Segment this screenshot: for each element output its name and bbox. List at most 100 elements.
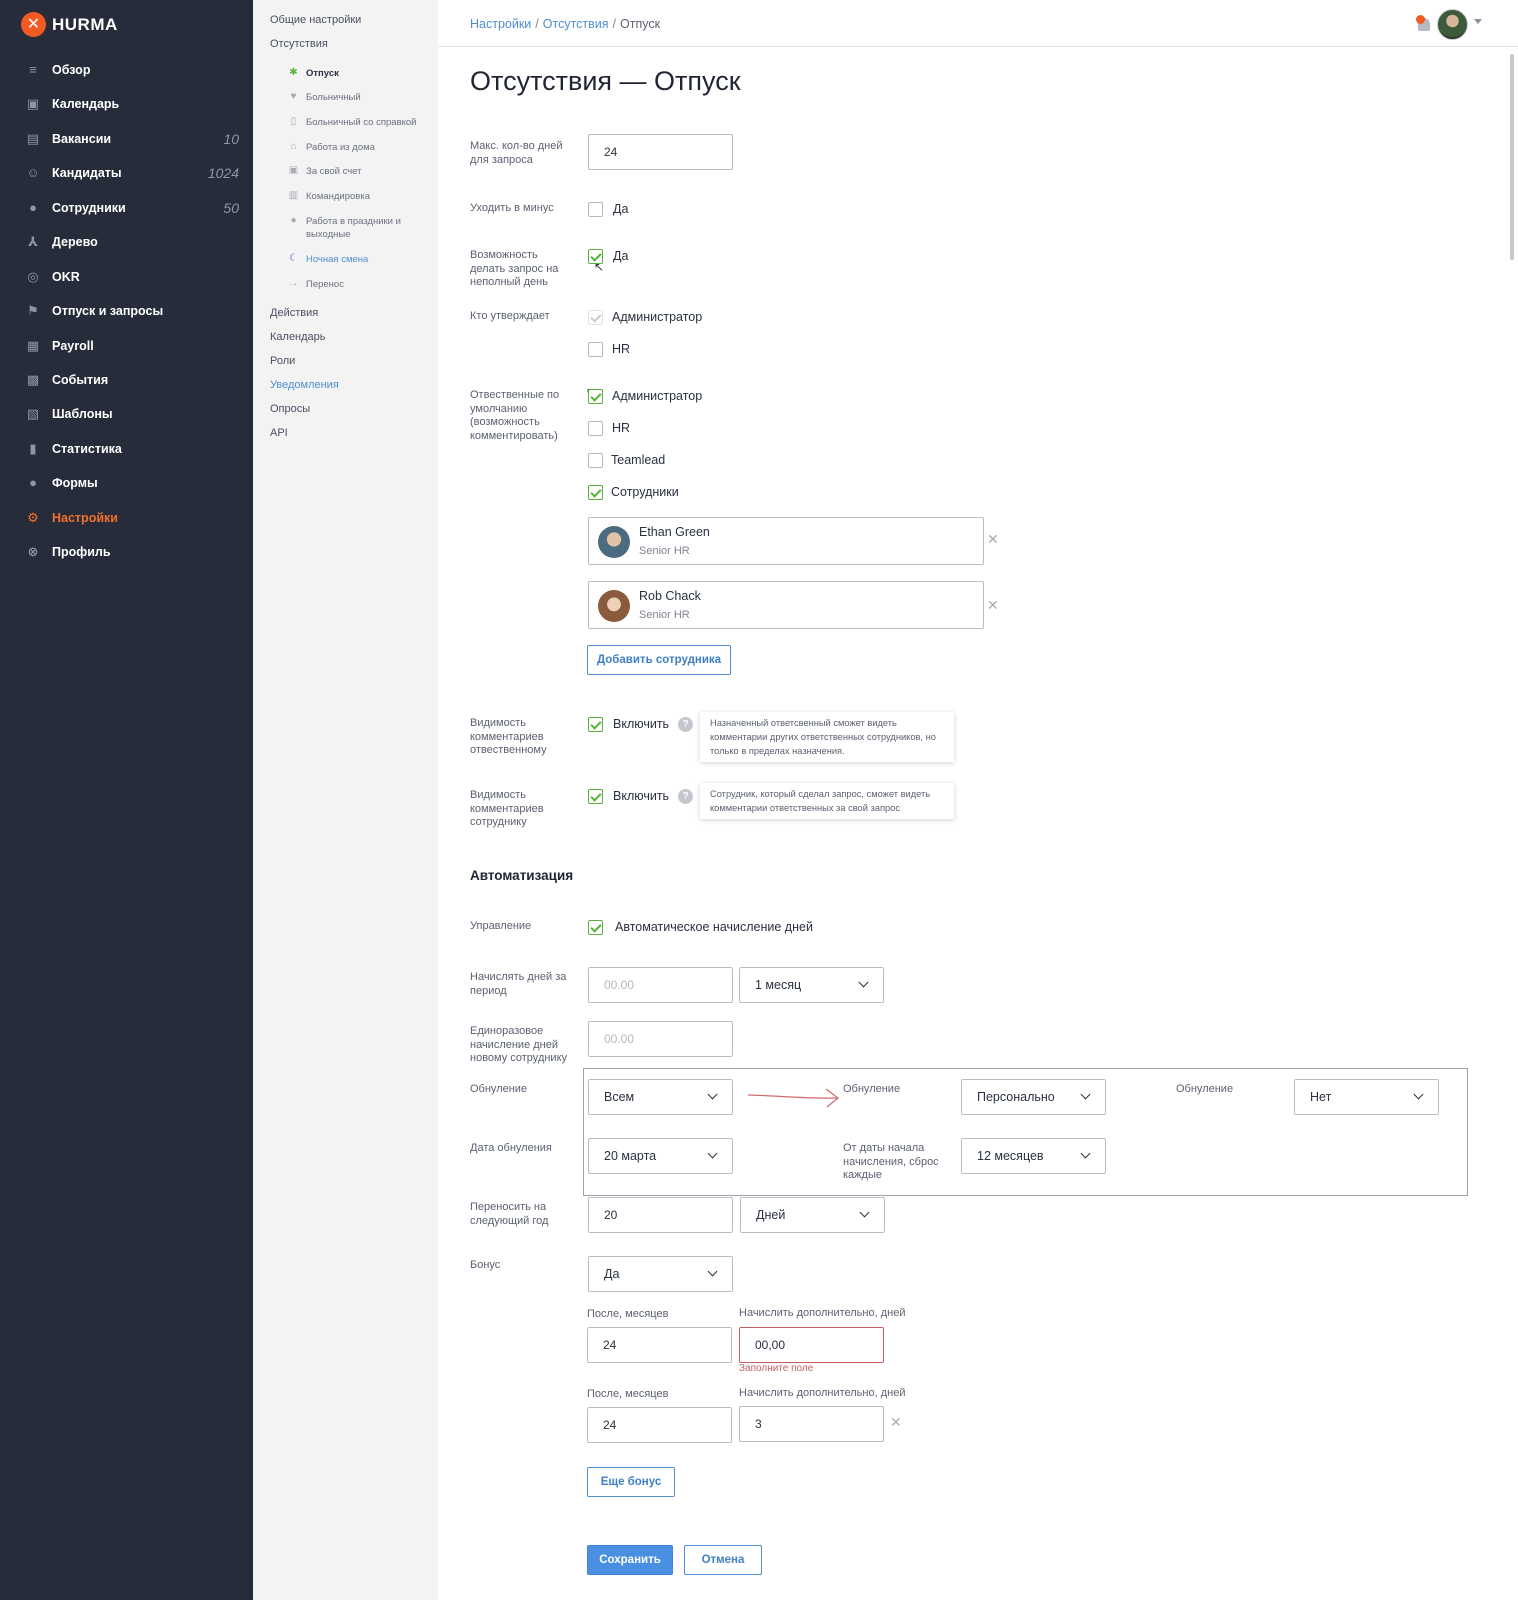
submenu-business-trip[interactable]: ▥ Командировка [288,190,370,202]
employees-count: 50 [223,200,239,216]
responsible-hr-checkbox[interactable] [588,421,603,436]
remove-bonus-close-icon[interactable]: ✕ [890,1414,902,1430]
breadcrumb-settings[interactable]: Настройки [470,17,532,31]
breadcrumb-absences[interactable]: Отсутствия [542,17,609,31]
responsible-label: Отвественные по умолчанию (возможность к… [470,389,560,442]
bonus-select[interactable]: Да [588,1256,733,1292]
bonus-months-input[interactable]: 24 [587,1327,732,1363]
responsible-teamlead-checkbox[interactable] [588,453,603,468]
user-avatar[interactable] [1437,9,1468,40]
nav-tree[interactable]: ⅄ Дерево [0,229,253,255]
manage-label: Управление [470,920,532,932]
onetime-days-input[interactable]: 00.00 [588,1021,733,1057]
notifications-bell-icon[interactable] [1416,15,1434,33]
submenu-api[interactable]: API [270,427,288,439]
auto-accrual-checkbox[interactable] [588,920,603,935]
nav-vacancies[interactable]: ▤ Вакансии 10 [26,131,239,147]
nav-vacation-requests[interactable]: ⚑ Отпуск и запросы [27,303,164,319]
nav-overview[interactable]: ≡ Обзор [0,57,253,83]
required-error-text: Заполните поле [739,1363,814,1374]
period-select[interactable]: 1 месяц [739,967,884,1003]
nav-okr[interactable]: ◎ OKR [27,269,80,285]
remove-employee-close-icon[interactable]: ✕ [987,597,999,613]
chevron-down-icon [707,1266,718,1277]
cancel-button[interactable]: Отмена [684,1545,762,1575]
reset-none-select[interactable]: Нет [1294,1079,1439,1115]
chevron-down-icon [707,1148,718,1159]
submenu-general[interactable]: Общие настройки [270,14,362,26]
submenu-holiday-work[interactable]: ● Работа в праздники и выходные [290,215,426,241]
remove-employee-close-icon[interactable]: ✕ [987,531,999,547]
nav-payroll[interactable]: ▦ Payroll [26,338,94,354]
extra-days-label: Начислить дополнительно, дней [739,1307,906,1319]
nav-calendar[interactable]: ▣ Календарь [26,96,120,112]
mouse-cursor-icon: ↖ [594,260,605,274]
approver-hr-label: HR [612,342,631,356]
extra-days-label: Начислить дополнительно, дней [739,1387,906,1399]
help-question-icon[interactable]: ? [678,717,693,732]
go-negative-option-label: Да [613,202,629,216]
chevron-down-icon [1413,1089,1424,1100]
employee-card[interactable]: Rob Chack Senior HR [588,581,984,629]
settings-gear-icon: ⚙ [27,510,39,525]
partial-day-checkbox[interactable] [588,249,603,264]
submenu-night-shift[interactable]: ☾ Ночная смена [289,253,369,265]
nav-candidates[interactable]: ☺ Кандидаты 1024 [26,165,239,181]
reset-date-select[interactable]: 20 марта [588,1138,733,1174]
tooltip-responsible: Назначенный ответсвенный сможет видеть к… [700,712,954,762]
chevron-down-icon [1080,1148,1091,1159]
page-scrollbar[interactable] [1510,54,1514,260]
logo-text: HURMA [52,14,118,34]
more-bonus-button[interactable]: Еще бонус [587,1467,675,1497]
help-question-icon[interactable]: ? [678,789,693,804]
submenu-calendar[interactable]: Календарь [270,331,326,343]
carry-over-input[interactable]: 20 [588,1197,733,1233]
person-icon: ● [290,215,297,226]
submenu-unpaid[interactable]: ▣ За свой счет [288,165,362,177]
reset-period-select[interactable]: 12 месяцев [961,1138,1106,1174]
go-negative-checkbox[interactable] [588,202,603,217]
nav-employees[interactable]: ● Сотрудники 50 [0,195,253,221]
bonus-days-input[interactable]: 00,00 [739,1327,884,1363]
okr-icon: ◎ [27,269,39,284]
max-days-input[interactable]: 24 [588,134,733,170]
carry-over-unit-select[interactable]: Дней [740,1197,885,1233]
chevron-down-icon [1080,1089,1091,1100]
nav-settings[interactable]: ⚙ Настройки [27,510,118,526]
submenu-sick-leave-certificate[interactable]: ▯ Больничный со справкой [291,116,417,129]
nav-statistics[interactable]: ▮ Статистика [0,436,253,462]
employee-card[interactable]: Ethan Green Senior HR [588,517,984,565]
submenu-roles[interactable]: Роли [270,355,296,367]
visibility-employee-checkbox[interactable] [588,789,603,804]
chevron-down-icon[interactable] [1474,19,1482,24]
visibility-responsible-checkbox[interactable] [588,717,603,732]
bonus-months-input[interactable]: 24 [587,1407,732,1443]
notification-dot [1416,15,1425,24]
responsible-employees-checkbox[interactable] [588,485,603,500]
submenu-surveys[interactable]: Опросы [270,403,311,415]
submenu-vacation[interactable]: ✱ Отпуск [289,67,339,79]
submenu-transfer[interactable]: → Перенос [288,278,344,290]
submenu-notifications[interactable]: Уведомления [270,379,339,391]
submenu-actions[interactable]: Действия [270,307,319,319]
period-days-input[interactable]: 00.00 [588,967,733,1003]
responsible-admin-checkbox[interactable] [588,389,603,404]
hurma-logo[interactable]: ✕ HURMA [21,12,118,37]
reset-personal-select[interactable]: Персонально [961,1079,1106,1115]
reset-select[interactable]: Всем [588,1079,733,1115]
responsible-employees-label: Сотрудники [611,485,679,499]
nav-templates[interactable]: ▧ Шаблоны [26,406,113,422]
nav-forms[interactable]: ● Формы [0,470,253,496]
nav-profile[interactable]: ⊗ Профиль [27,544,111,560]
auto-accrual-label: Автоматическое начисление дней [615,920,813,934]
visibility-employee-label: Видимость комментариев сотруднику [470,789,544,828]
submenu-work-from-home[interactable]: ⌂ Работа из дома [290,141,374,154]
approver-hr-checkbox[interactable] [588,342,603,357]
profile-icon: ⊗ [27,544,39,559]
save-button[interactable]: Сохранить [587,1545,673,1575]
submenu-sick-leave[interactable]: ♥ Больничный [291,91,361,104]
bonus-days-input[interactable]: 3 [739,1406,884,1442]
nav-events[interactable]: ▩ События [26,372,109,388]
add-employee-button[interactable]: Добавить сотрудника [587,645,731,675]
submenu-absences[interactable]: Отсутствия [270,38,328,50]
